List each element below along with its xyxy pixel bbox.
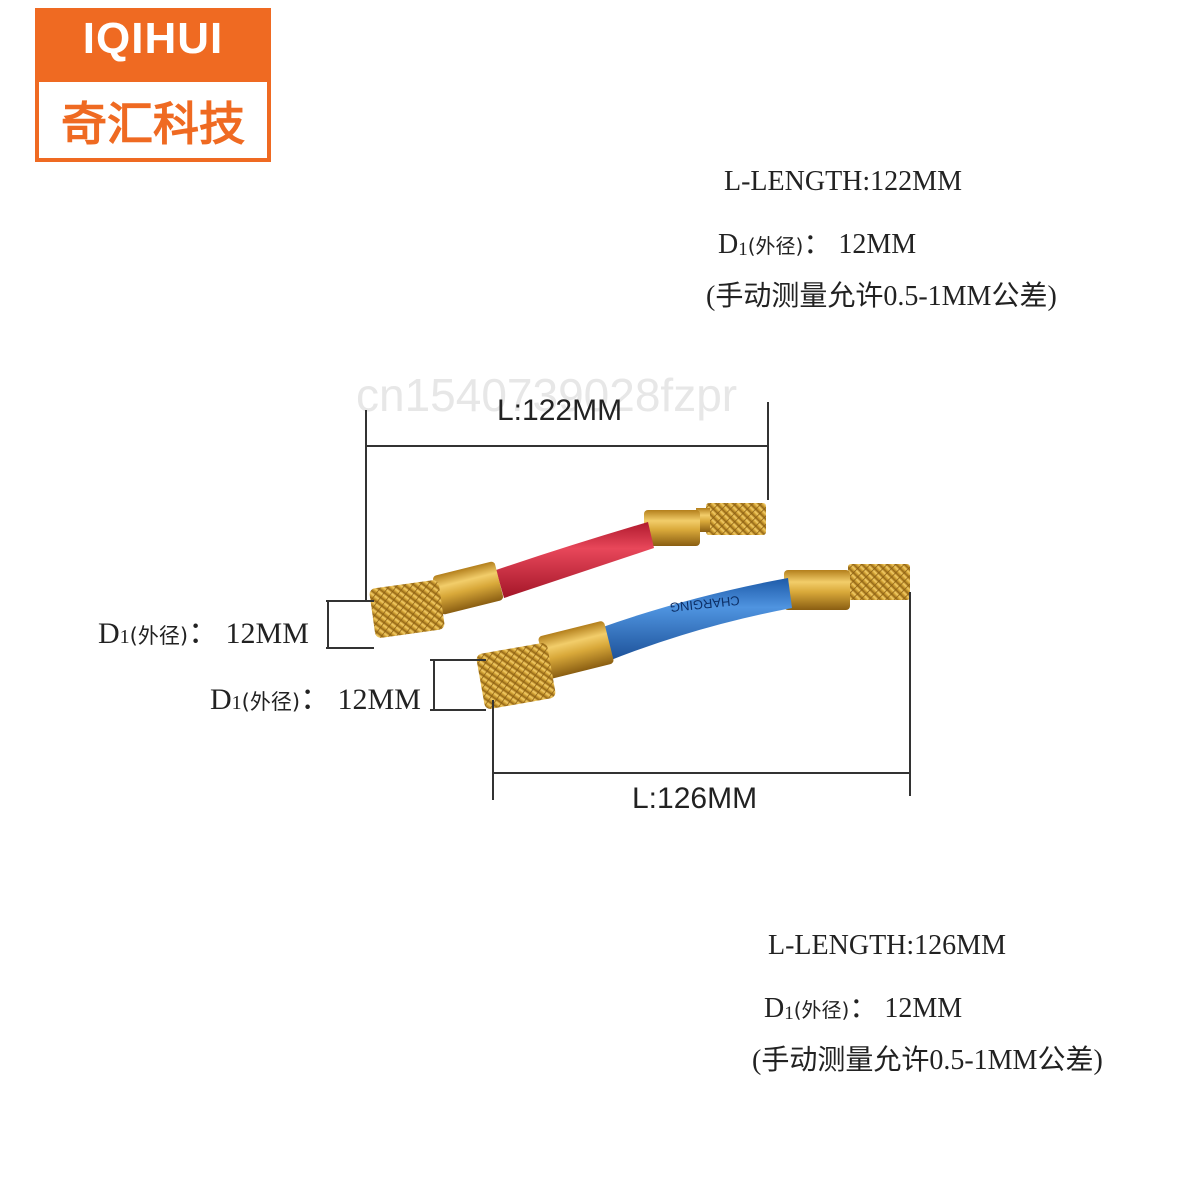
blue-diameter-paren: (外径) bbox=[241, 690, 301, 714]
brand-logo: IQIHUI 奇汇科技 bbox=[35, 8, 271, 162]
spec-top-d-prefix: D bbox=[718, 229, 739, 260]
blue-diameter-value: ： 12MM bbox=[300, 683, 421, 716]
spec-bottom-d-value: ： 12MM bbox=[849, 993, 963, 1024]
blue-diameter-prefix: D bbox=[210, 683, 232, 716]
red-hose-assembly bbox=[369, 503, 766, 638]
red-diameter-value: ： 12MM bbox=[188, 617, 309, 650]
spec-top-d-value: ： 12MM bbox=[803, 229, 917, 260]
spec-bottom-tolerance: (手动测量允许0.5-1MM公差) bbox=[752, 1045, 1103, 1076]
blue-diameter-sub: 1 bbox=[231, 692, 242, 714]
red-diameter-prefix: D bbox=[98, 617, 120, 650]
red-length-label: L:122MM bbox=[497, 394, 623, 427]
blue-knurled-nut bbox=[476, 643, 556, 709]
logo-brand-text: IQIHUI bbox=[82, 14, 224, 63]
red-diameter-sub: 1 bbox=[119, 626, 130, 648]
spec-top-tolerance: (手动测量允许0.5-1MM公差) bbox=[706, 281, 1057, 312]
spec-bottom-d-sub: 1 bbox=[784, 1003, 794, 1024]
blue-right-crimp bbox=[784, 570, 850, 610]
red-diameter-label: D1(外径)： 12MM bbox=[98, 608, 309, 652]
blue-right-threaded-end bbox=[848, 564, 910, 600]
logo-inner-box bbox=[39, 82, 267, 158]
red-knurled-nut bbox=[369, 580, 445, 638]
blue-hose-body bbox=[600, 578, 792, 662]
blue-diameter-label: D1(外径)： 12MM bbox=[210, 674, 421, 718]
spec-bottom-d-paren: (外径) bbox=[793, 998, 850, 1022]
spec-top-length: L-LENGTH:122MM bbox=[724, 166, 962, 197]
blue-length-label: L:126MM bbox=[632, 782, 758, 815]
spec-bottom-d-prefix: D bbox=[764, 993, 785, 1024]
logo-chinese-name: 奇汇科技 bbox=[61, 98, 245, 150]
blue-hose-print: CHARGING bbox=[669, 593, 740, 615]
blue-hose-assembly: CHARGING bbox=[476, 564, 910, 709]
spec-top-d-sub: 1 bbox=[738, 239, 748, 260]
spec-bottom-length: L-LENGTH:126MM bbox=[768, 930, 1006, 961]
watermark-text: cn1540739028fzpr bbox=[356, 369, 738, 421]
red-hose-body bbox=[496, 522, 654, 598]
dimension-lines bbox=[326, 402, 911, 800]
blue-left-crimp bbox=[538, 621, 614, 679]
spec-top-diameter: D1(外径)： 12MM bbox=[718, 222, 916, 262]
red-left-crimp bbox=[432, 561, 504, 615]
red-diameter-paren: (外径) bbox=[129, 624, 189, 648]
spec-bottom-diameter: D1(外径)： 12MM bbox=[764, 986, 962, 1026]
red-right-threaded-end bbox=[706, 503, 766, 535]
spec-top-d-paren: (外径) bbox=[747, 234, 804, 258]
red-right-crimp bbox=[644, 510, 700, 546]
